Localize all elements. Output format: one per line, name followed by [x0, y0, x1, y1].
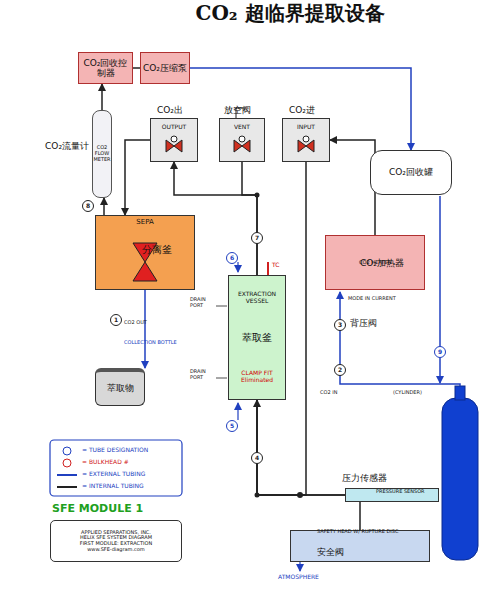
- tube-connector: [242, 162, 257, 275]
- legend-text: = INTERNAL TUBING: [82, 483, 144, 490]
- callout-number: 9: [434, 346, 446, 358]
- text-label: CO2 OUT: [124, 320, 147, 326]
- text-label: ATMOSPHERE: [278, 574, 319, 581]
- callout-number: 4: [251, 452, 263, 464]
- valve-symbol: [230, 134, 254, 158]
- legend-text: = BULKHEAD #: [82, 459, 129, 466]
- tube-connector: [257, 400, 345, 495]
- sensor-box: 压力传感器PRESSURE SENSOR: [345, 488, 439, 502]
- valve-handle: [171, 136, 177, 142]
- legend-line: [57, 474, 77, 476]
- text-label: DRAIN PORT: [190, 297, 216, 309]
- extraction-vessel: EXTRACTION VESSEL 萃取釜 CLAMP FIT Eliminated: [228, 275, 286, 400]
- callout-number: 3: [334, 319, 346, 331]
- tube-connector: [257, 400, 360, 530]
- node-text: INPUT: [297, 124, 315, 131]
- node-text: CO₂加热器: [360, 258, 422, 268]
- node-heading: CO₂回收控制器: [81, 58, 130, 79]
- legend-circle: [63, 447, 71, 455]
- legend-circle: [63, 459, 71, 467]
- node-text: www.SFE-diagram.com: [87, 547, 144, 553]
- node-heading: 萃取物: [107, 383, 134, 393]
- text-label: (CYLINDER): [393, 390, 422, 396]
- text-label: CO2 IN: [320, 390, 337, 396]
- jar-shape: 萃取物: [95, 368, 145, 406]
- node-heading: SEPA: [136, 218, 153, 226]
- tube-connector: [144, 290, 146, 368]
- tank-box: CO₂回收罐: [370, 150, 452, 195]
- text-label: DRAIN PORT: [190, 369, 216, 381]
- node-heading: CO₂压缩泵: [143, 63, 187, 73]
- node-heading: 压力传感器: [342, 473, 414, 483]
- callout-number: 1: [110, 314, 122, 326]
- node-text: PRESSURE SENSOR: [376, 489, 436, 495]
- callout-number: 5: [226, 420, 238, 432]
- callout-number: 7: [251, 232, 263, 244]
- pump-box: CO₂压缩泵: [140, 52, 190, 84]
- callout-number: 6: [226, 252, 238, 264]
- node-text: CO2 FLOW METER: [93, 145, 110, 162]
- text-label: COLLECTION BOTTLE: [124, 340, 177, 346]
- node-text: VENT: [234, 124, 250, 131]
- tube-connector: [101, 84, 103, 110]
- callout-number: 8: [82, 200, 94, 212]
- valve-symbol: [162, 134, 186, 158]
- node-heading: CO₂出: [145, 105, 195, 115]
- tube-connector: [133, 67, 140, 69]
- node-text: 安全阀: [317, 547, 367, 557]
- node-heading: CO₂回收罐: [389, 167, 433, 177]
- text-label: 背压阀: [350, 318, 377, 328]
- legend-sample: [56, 458, 78, 468]
- legend-text: = EXTERNAL TUBING: [82, 471, 145, 478]
- valve-box: CO₂出OUTPUT: [150, 118, 198, 162]
- node-heading: CO₂进: [277, 105, 327, 115]
- legend-sample: [56, 446, 78, 456]
- legend-line: [57, 486, 77, 488]
- node-heading: EXTRACTION VESSEL: [231, 291, 283, 305]
- legend-text: = TUBE DESIGNATION: [82, 447, 148, 454]
- legend-sample: [56, 482, 78, 492]
- valve-symbol: [294, 134, 318, 158]
- node-text: OUTPUT: [162, 124, 186, 131]
- tube-connector: [330, 140, 375, 235]
- callout-number: 2: [334, 364, 346, 376]
- flowmeter-tube: CO₂流量计CO2 FLOW METER: [92, 110, 112, 198]
- safety-valve: SAFETY HEAD W/ RUPTURE DISC 安全阀: [290, 530, 430, 562]
- legend-sample: [56, 470, 78, 480]
- tube-connector: [125, 140, 150, 215]
- tube-connector: [103, 198, 105, 215]
- node-text: CLAMP FIT Eliminated: [231, 370, 283, 384]
- node-text: 分离釜: [142, 244, 192, 256]
- text-label: SFE MODULE 1: [52, 503, 143, 516]
- diagram-title: CO₂ 超临界提取设备: [100, 2, 480, 25]
- valve-box: CO₂进INPUT: [282, 118, 330, 162]
- valve-handle: [239, 136, 245, 142]
- node-heading: CO₂流量计: [31, 141, 89, 151]
- valve-box: 放空阀VENT: [219, 118, 265, 162]
- info-box: APPLIED SEPARATIONS, INC.HELIX SFE SYSTE…: [50, 520, 182, 562]
- node-text: 萃取釜: [242, 332, 272, 344]
- separator-vessel: SEPA 分离釜: [95, 215, 195, 290]
- heater-box: CO2 HEATERCO₂加热器: [325, 235, 425, 290]
- text-label: MODE IN CURRENT: [348, 296, 396, 302]
- controller-box: CO₂回收控制器: [78, 52, 133, 84]
- node-heading: SAFETY HEAD W/ RUPTURE DISC: [317, 529, 427, 535]
- text-label: TC: [272, 262, 280, 269]
- node-heading: 放空阀: [212, 105, 262, 115]
- valve-handle: [303, 136, 309, 142]
